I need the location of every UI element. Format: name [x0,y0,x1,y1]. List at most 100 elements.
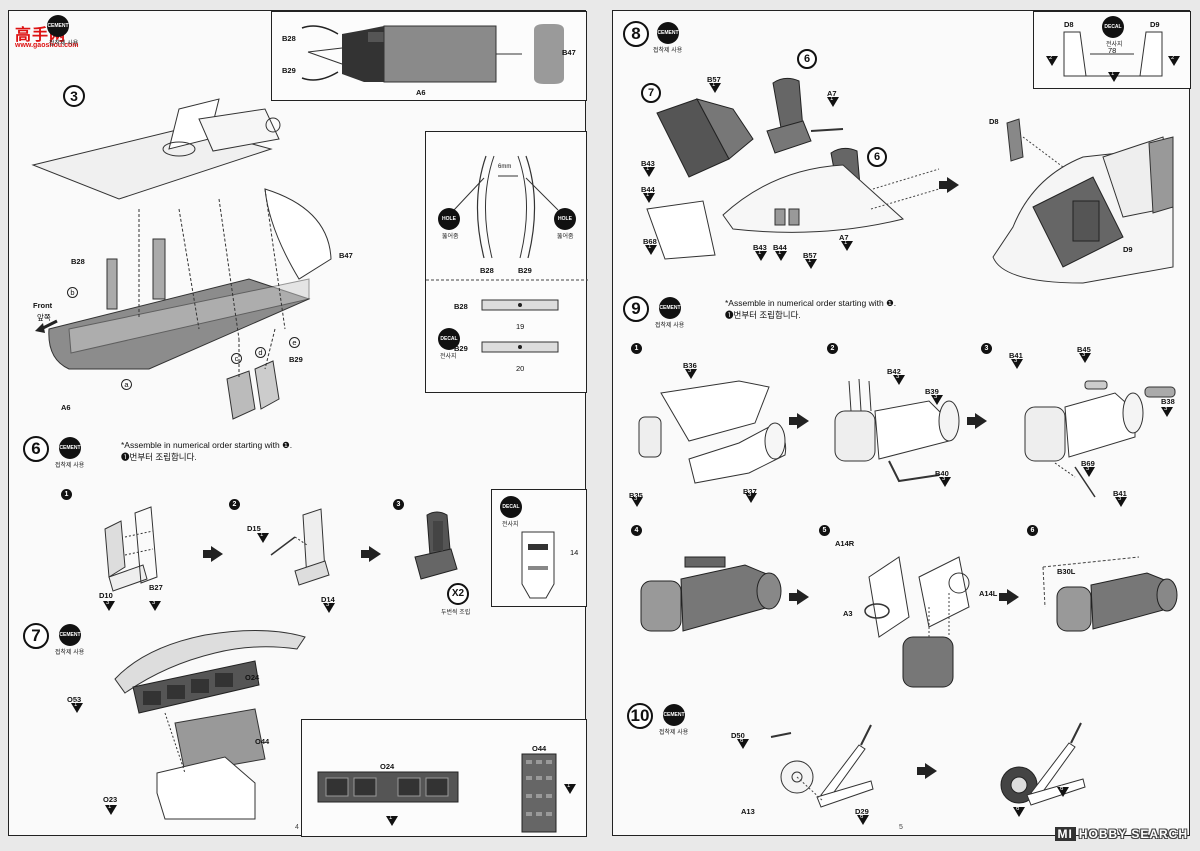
step5-detail-inset: B28 B29 A6 B47 [271,11,587,101]
substep-number: 1 [61,489,72,500]
callout-qty: 3 [896,374,900,380]
front-direction-label: Front [33,301,53,310]
substep-number: 5 [819,525,830,536]
part-label: B29 [289,355,303,364]
part-callout-flags [71,703,117,815]
callout-qty: 1 [808,258,812,264]
callout-qty: 3 [326,602,330,608]
part-label: D14 [321,595,335,604]
part-label: A14L [979,589,998,598]
part-label: D10 [99,591,113,600]
cement-caption: 접착제 사용 [659,730,689,736]
part-label: B47 [339,251,353,260]
part-label: B57 [707,75,721,84]
next-step-arrow [939,177,959,193]
side-window-decal-illustration [1046,31,1180,82]
callout-qty: 3 [688,368,692,374]
step-number: 9 [623,296,649,322]
cement-icon: CEMENT [657,22,679,44]
callout-qty: 1 [74,702,78,708]
hull-bottom-illustration [301,24,564,84]
decal-caption: 전사지 [440,354,457,360]
part-label: B44 [773,243,787,252]
callout-qty: 1 [778,250,782,256]
part-label: B30L [1057,567,1076,576]
step-number: 8 [623,21,649,47]
part-label: B27 [149,583,163,592]
callout-qty: 2 [1171,55,1175,61]
cement-caption: 접착제 사용 [55,650,85,656]
callout-qty: 1 [1111,71,1115,77]
part-callout-flags [643,83,853,269]
finished-seat-illustration [414,511,458,580]
callout-qty: 3 [748,492,752,498]
step-number: 10 [627,703,653,729]
part-label: B28 [454,302,468,311]
hole-decal-panel: 6mm HOLE HOLE 뚫어줌 뚫어줌 B28 B29 B28 19 B29… [425,131,588,393]
part-label: B39 [925,387,939,396]
callout-qty: 1 [260,532,264,538]
callout-qty: 3 [1164,406,1168,412]
instruction-page-right: 8 CEMENT 접착제 사용 6 6 7 B57 A7 B43 B44 B68… [612,10,1191,836]
sub-assembly-ref: 6 [867,147,887,167]
dimension-label: 6mm [498,164,512,170]
part-label: B43 [753,243,767,252]
part-label: D9 [1150,20,1160,29]
part-label: B28 [480,266,494,275]
part-label: D50 [731,731,745,740]
part-label: O24 [245,673,260,682]
next-step-arrow [203,546,223,562]
step-number: 7 [23,623,49,649]
callout-qty: 1 [844,240,848,246]
mounted-engine-illustration [1042,556,1178,632]
part-label: D8 [989,117,999,126]
part-label: A14R [835,539,855,548]
next-step-arrow [789,413,809,429]
attach-point-marker: b [67,287,78,298]
part-label: B42 [887,367,901,376]
decal-icon: DECAL [438,328,460,350]
part-label: A7 [827,89,837,98]
seat-frame-illustration [104,506,158,592]
part-callout-flags [893,375,951,487]
attach-point-marker: e [289,337,300,348]
next-step-arrow [967,413,987,429]
part-label: B28 [282,34,296,43]
hole-caption: 뚫어줌 [442,234,459,240]
part-callout-flags [257,533,335,613]
callout-qty: 1 [758,250,762,256]
cement-icon: CEMENT [663,704,685,726]
cement-icon: CEMENT [59,437,81,459]
step7-detail-inset: O24 O44 1 1 [301,719,587,837]
engine-assembly-illustration [640,556,782,632]
substep-number: 3 [393,499,404,510]
attach-point-marker: a [121,379,132,390]
substep-number: 6 [1027,525,1038,536]
substep-number: 4 [631,525,642,536]
cement-icon: CEMENT [47,15,69,37]
assembly-order-note: *Assemble in numerical order starting wi… [725,298,897,320]
part-label: B29 [454,344,468,353]
part-label: B47 [562,48,576,57]
callout-qty: 3 [1014,358,1018,364]
engine-mount-illustration [864,556,970,688]
callout-qty: 1 [648,244,652,250]
part-label: O24 [380,762,395,771]
quantity-x2-badge: X2 [447,583,469,605]
substep-number: 3 [981,343,992,354]
part-callout-flags [737,739,869,825]
part-label: B38 [1161,397,1175,406]
callout-qty: 1 [646,166,650,172]
callout-qty: 3 [942,476,946,482]
hole-caption: 뚫어줌 [557,234,574,240]
part-label: B28 [71,257,85,266]
page-number: 4 [295,824,299,831]
next-step-arrow [999,589,1019,605]
cockpit-floor-illustration [31,98,332,420]
side-panel-illustration [426,155,588,353]
cement-caption: 접착제 사용 [49,41,79,47]
decal-number: 19 [516,322,525,331]
cement-caption: 접착제 사용 [653,48,683,54]
part-label: A13 [741,807,755,816]
